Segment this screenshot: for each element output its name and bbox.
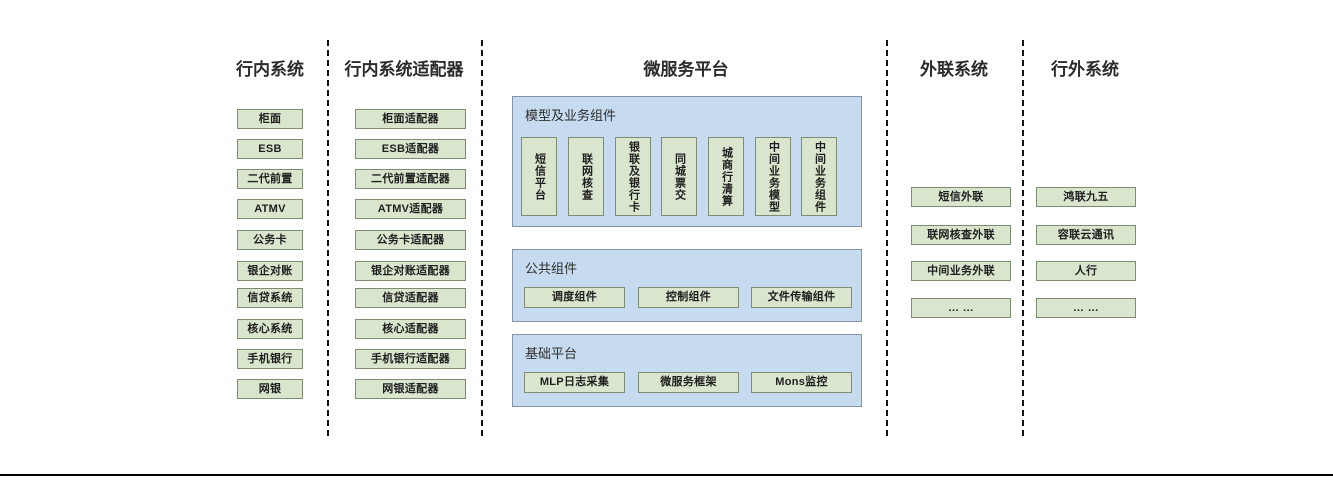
list-item[interactable]: 信贷系统 — [237, 288, 303, 308]
list-item[interactable]: 网银 — [237, 379, 303, 399]
panel-label: 公共组件 — [525, 261, 578, 276]
divider-1 — [327, 40, 329, 436]
panel-label: 基础平台 — [525, 346, 578, 361]
list-item[interactable]: Mons监控 — [751, 372, 852, 393]
list-item[interactable]: 手机银行 — [237, 349, 303, 369]
list-item[interactable]: ATMV适配器 — [355, 199, 466, 219]
list-item[interactable]: 银企对账 — [237, 261, 303, 281]
list-item[interactable]: … … — [1036, 298, 1136, 318]
list-item[interactable]: ESB — [237, 139, 303, 159]
list-item[interactable]: 中间业务模型 — [755, 137, 791, 216]
list-item-label: 联网核查 — [580, 152, 593, 201]
panel-base-platform: 基础平台 — [512, 334, 862, 407]
divider-3 — [886, 40, 888, 436]
list-item[interactable]: MLP日志采集 — [524, 372, 625, 393]
list-item[interactable]: 控制组件 — [638, 287, 739, 308]
list-item[interactable]: 核心系统 — [237, 319, 303, 339]
list-item[interactable]: 微服务框架 — [638, 372, 739, 393]
divider-4 — [1022, 40, 1024, 436]
list-item[interactable]: 柜面适配器 — [355, 109, 466, 129]
list-item[interactable]: 银企对账适配器 — [355, 261, 466, 281]
list-item[interactable]: 网银适配器 — [355, 379, 466, 399]
list-item[interactable]: … … — [911, 298, 1011, 318]
list-item-label: 中间业务组件 — [813, 140, 826, 213]
list-item-label: 银联及银行卡 — [627, 140, 640, 213]
list-item[interactable]: 柜面 — [237, 109, 303, 129]
list-item-label: 同城票交 — [673, 152, 686, 201]
list-item-label: 中间业务模型 — [767, 140, 780, 213]
list-item[interactable]: 信贷适配器 — [355, 288, 466, 308]
list-item[interactable]: 鸿联九五 — [1036, 187, 1136, 207]
list-item[interactable]: 城商行清算 — [708, 137, 744, 216]
list-item[interactable]: 公务卡适配器 — [355, 230, 466, 250]
list-item[interactable]: 联网核查外联 — [911, 225, 1011, 245]
list-item[interactable]: 容联云通讯 — [1036, 225, 1136, 245]
list-item[interactable]: 文件传输组件 — [751, 287, 852, 308]
list-item[interactable]: ESB适配器 — [355, 139, 466, 159]
list-item[interactable]: 公务卡 — [237, 230, 303, 250]
list-item[interactable]: 银联及银行卡 — [615, 137, 651, 216]
list-item[interactable]: 二代前置 — [237, 169, 303, 189]
panel-public-components: 公共组件 — [512, 249, 862, 322]
bottom-divider — [0, 474, 1333, 476]
list-item[interactable]: 手机银行适配器 — [355, 349, 466, 369]
list-item[interactable]: 短信平台 — [521, 137, 557, 216]
list-item[interactable]: 核心适配器 — [355, 319, 466, 339]
list-item[interactable]: 人行 — [1036, 261, 1136, 281]
list-item[interactable]: 同城票交 — [661, 137, 697, 216]
list-item[interactable]: 联网核查 — [568, 137, 604, 216]
list-item[interactable]: 中间业务组件 — [801, 137, 837, 216]
list-item[interactable]: ATMV — [237, 199, 303, 219]
list-item[interactable]: 短信外联 — [911, 187, 1011, 207]
column-title-internal-adapters: 行内系统适配器 — [344, 60, 464, 79]
list-item-label: 短信平台 — [533, 152, 546, 201]
panel-label: 模型及业务组件 — [525, 108, 617, 123]
platform-title: 微服务平台 — [643, 60, 729, 79]
list-item[interactable]: 中间业务外联 — [911, 261, 1011, 281]
column-title-external-link-systems: 外联系统 — [920, 60, 988, 79]
list-item[interactable]: 调度组件 — [524, 287, 625, 308]
column-title-outside-bank-systems: 行外系统 — [1051, 60, 1119, 79]
list-item-label: 城商行清算 — [720, 146, 733, 207]
list-item[interactable]: 二代前置适配器 — [355, 169, 466, 189]
column-title-internal-systems: 行内系统 — [236, 60, 304, 79]
divider-2 — [481, 40, 483, 436]
